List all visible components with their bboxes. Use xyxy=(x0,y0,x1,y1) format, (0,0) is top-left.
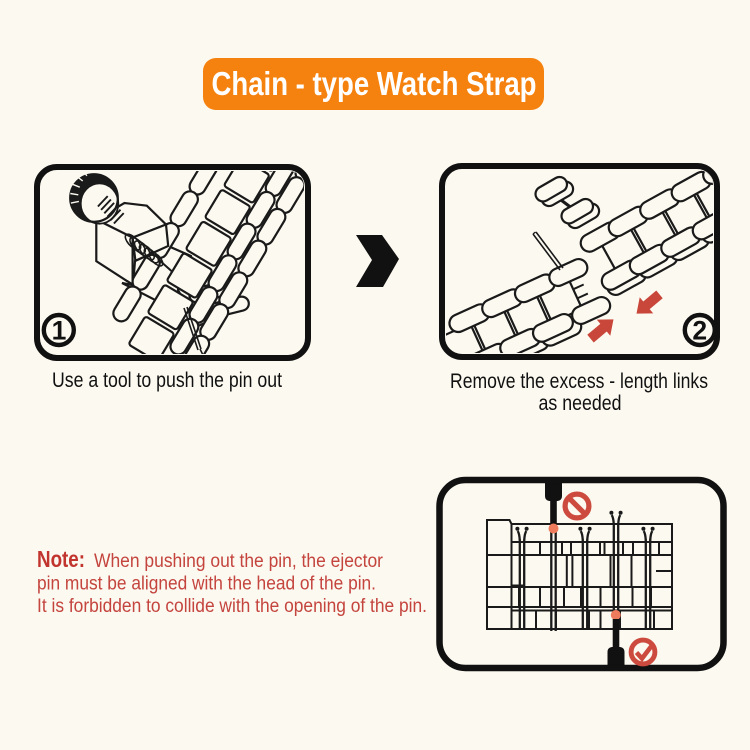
svg-text:Remove the excess - length lin: Remove the excess - length links xyxy=(450,370,708,393)
svg-text:When pushing out the pin, the: When pushing out the pin, the ejector xyxy=(94,551,384,572)
svg-text:as needed: as needed xyxy=(539,392,622,415)
svg-text:2: 2 xyxy=(692,316,707,346)
svg-text:It is forbidden to collide wit: It is forbidden to collide with the open… xyxy=(37,596,427,617)
svg-text:Use a tool to push the pin out: Use a tool to push the pin out xyxy=(52,369,282,392)
svg-text:1: 1 xyxy=(52,316,67,346)
svg-text:Chain - type Watch Strap: Chain - type Watch Strap xyxy=(212,65,537,102)
svg-text:Note:: Note: xyxy=(37,546,85,572)
svg-text:pin must be aligned with the h: pin must be aligned with the head of the… xyxy=(37,574,376,595)
